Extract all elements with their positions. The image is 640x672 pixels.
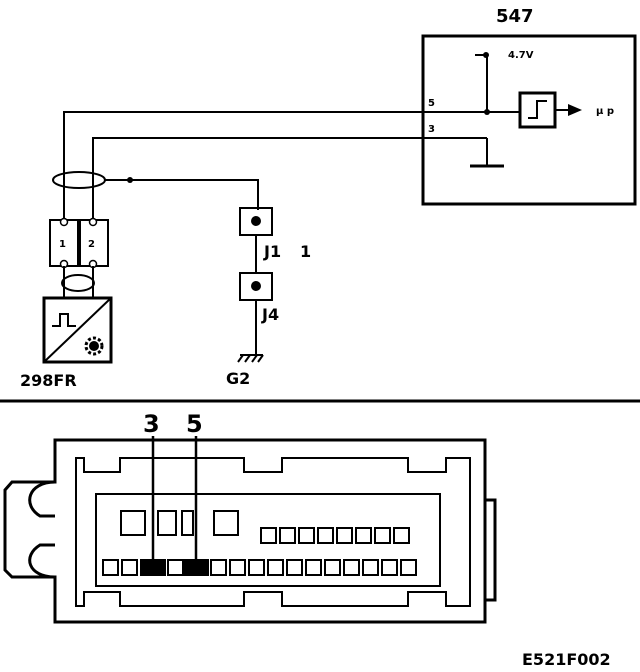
- ground-icon: [237, 354, 264, 363]
- pulse-signal-icon: [52, 313, 76, 327]
- connector-pin-5-label: 5: [186, 410, 203, 438]
- speed-sensor: 298FR: [20, 296, 113, 390]
- junction-j1-pin: 1: [300, 242, 311, 261]
- gear-icon: [84, 336, 104, 356]
- ecu-pin-3: 3: [428, 124, 435, 135]
- figure-code: E521F002: [522, 650, 611, 669]
- connector-pin-3: [140, 559, 166, 576]
- sensor-label: 298FR: [20, 371, 77, 390]
- ecu-label: 547: [496, 6, 534, 27]
- connector-pin-5: [183, 559, 209, 576]
- connector-pin-3-label: 3: [143, 410, 160, 438]
- wiring: [52, 111, 423, 220]
- junction-j1-label: J1: [263, 242, 281, 261]
- sensor-pin-2: 2: [88, 239, 95, 250]
- microprocessor-label: µ p: [596, 106, 614, 117]
- cable-shield-icon: [52, 171, 106, 189]
- supply-voltage-label: 4.7V: [508, 50, 534, 61]
- ground-label: G2: [226, 369, 250, 388]
- sensor-pin-1: 1: [59, 239, 66, 250]
- output-arrow-icon: [568, 104, 582, 116]
- junction-j4-label: J4: [261, 305, 279, 324]
- ecu-pin-5: 5: [428, 98, 435, 109]
- sensor-connector: 1 2: [49, 217, 109, 298]
- ground-path: J1 1 J4 G2: [226, 207, 311, 388]
- ecu-547: 547 4.7V µ p 5 3: [421, 6, 637, 206]
- ecu-connector-face: 3 5: [3, 410, 497, 624]
